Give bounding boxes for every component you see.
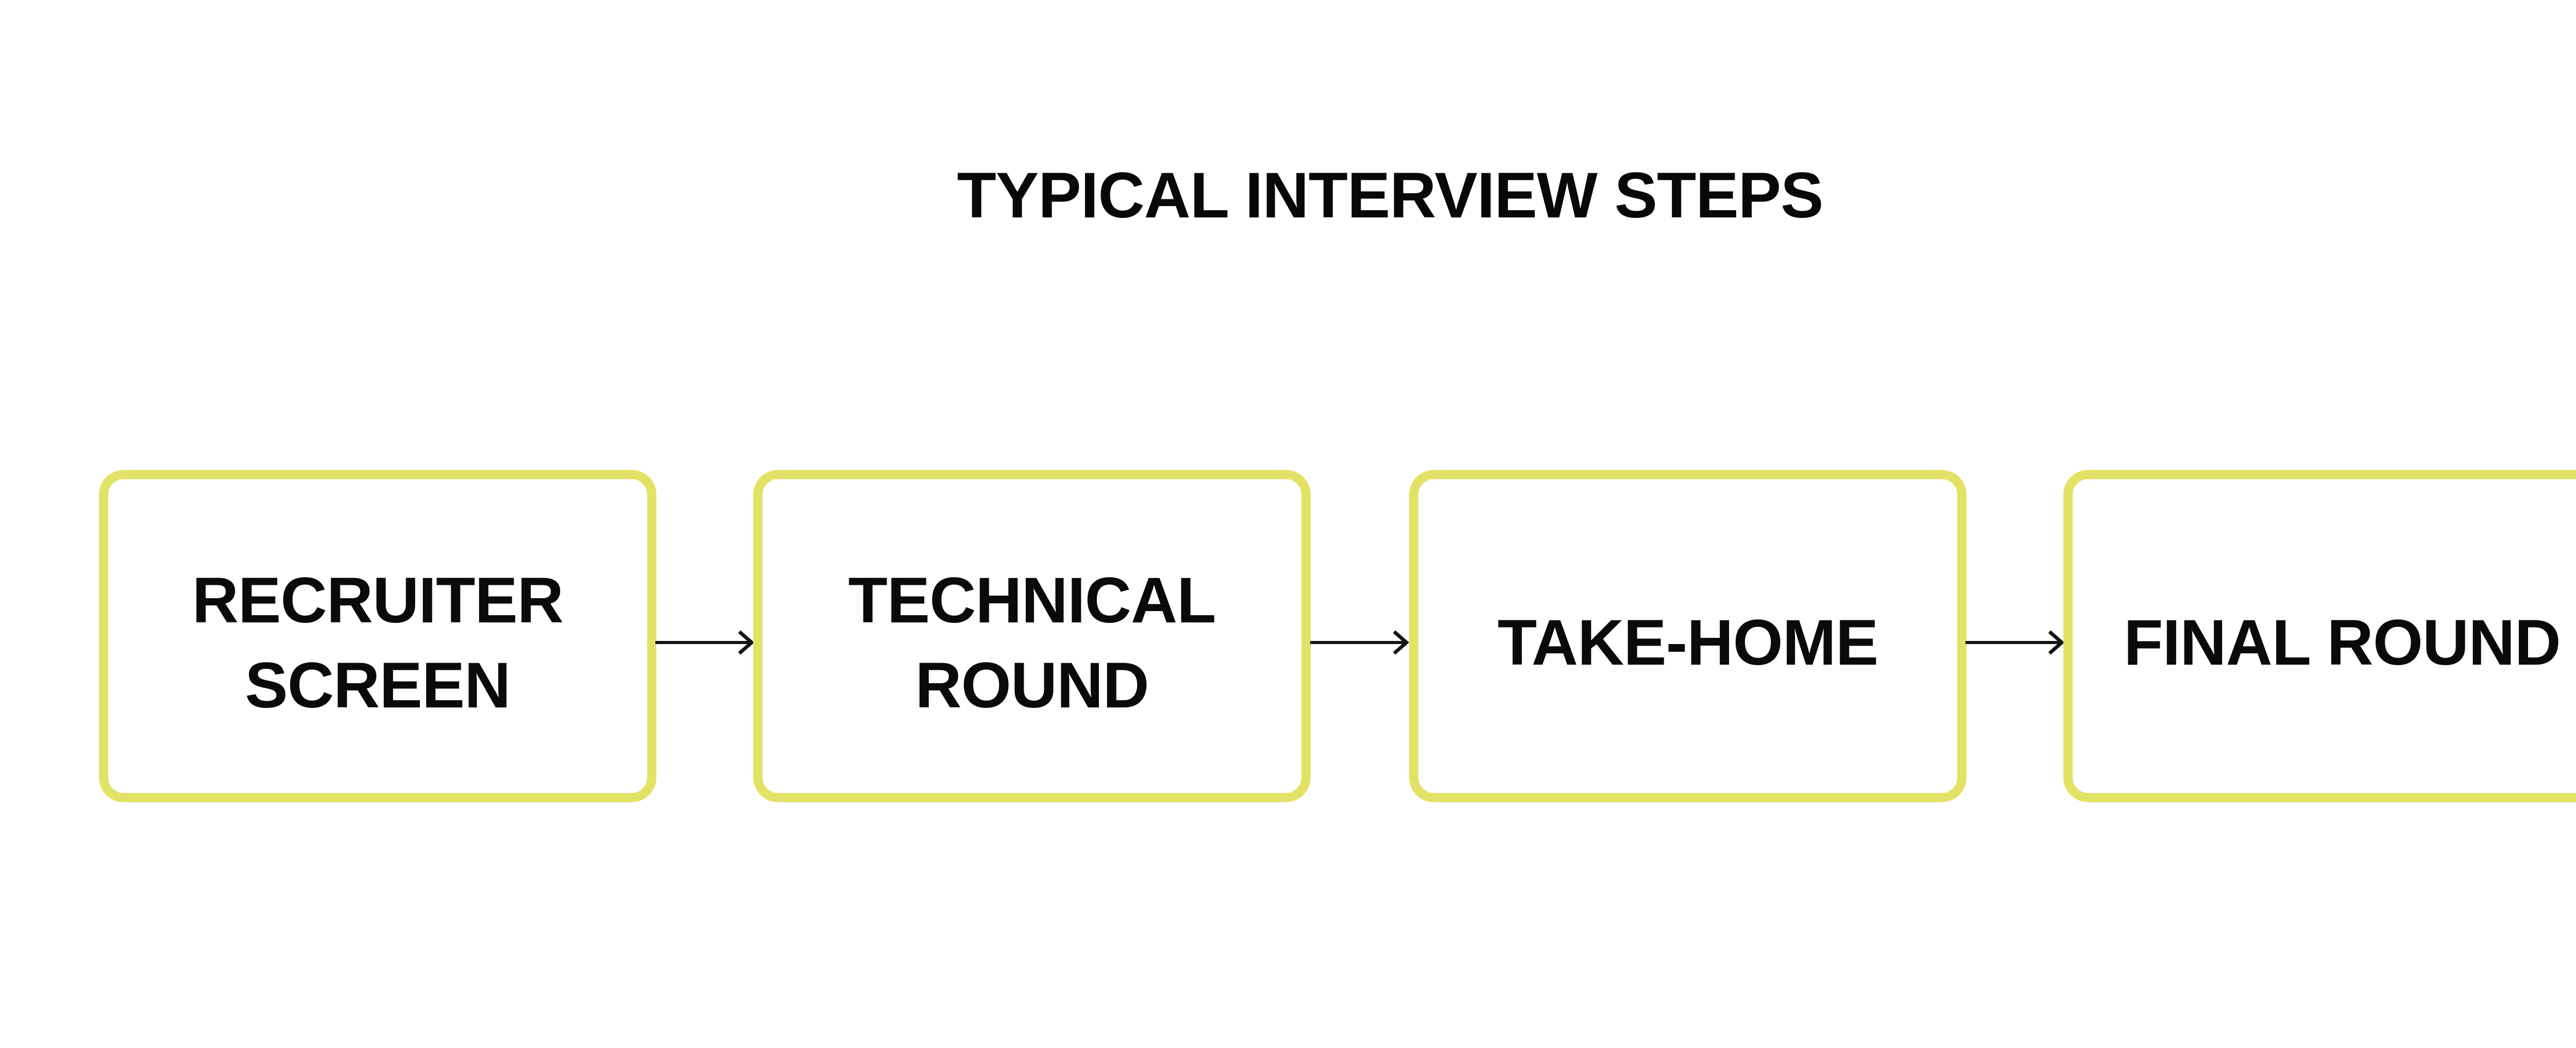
flow-arrow-icon	[1965, 630, 2064, 655]
flow-arrow-icon	[655, 630, 754, 655]
step-box-take-home: TAKE-HOME	[1409, 470, 1967, 802]
step-label-line: TAKE-HOME	[1497, 607, 1879, 679]
flow-arrow-icon	[1310, 630, 1409, 655]
step-box-technical-round: TECHNICAL ROUND	[753, 470, 1311, 802]
step-label-line: TECHNICAL	[848, 564, 1216, 636]
step-label-line: FINAL ROUND	[2124, 607, 2561, 679]
step-box-final-round: FINAL ROUND	[2063, 470, 2576, 802]
step-label-line: ROUND	[915, 649, 1149, 721]
step-box-recruiter-screen: RECRUITER SCREEN	[99, 470, 656, 802]
step-label-line: SCREEN	[245, 649, 511, 721]
step-label-line: RECRUITER	[192, 564, 564, 636]
diagram-title: TYPICAL INTERVIEW STEPS	[957, 160, 1824, 231]
